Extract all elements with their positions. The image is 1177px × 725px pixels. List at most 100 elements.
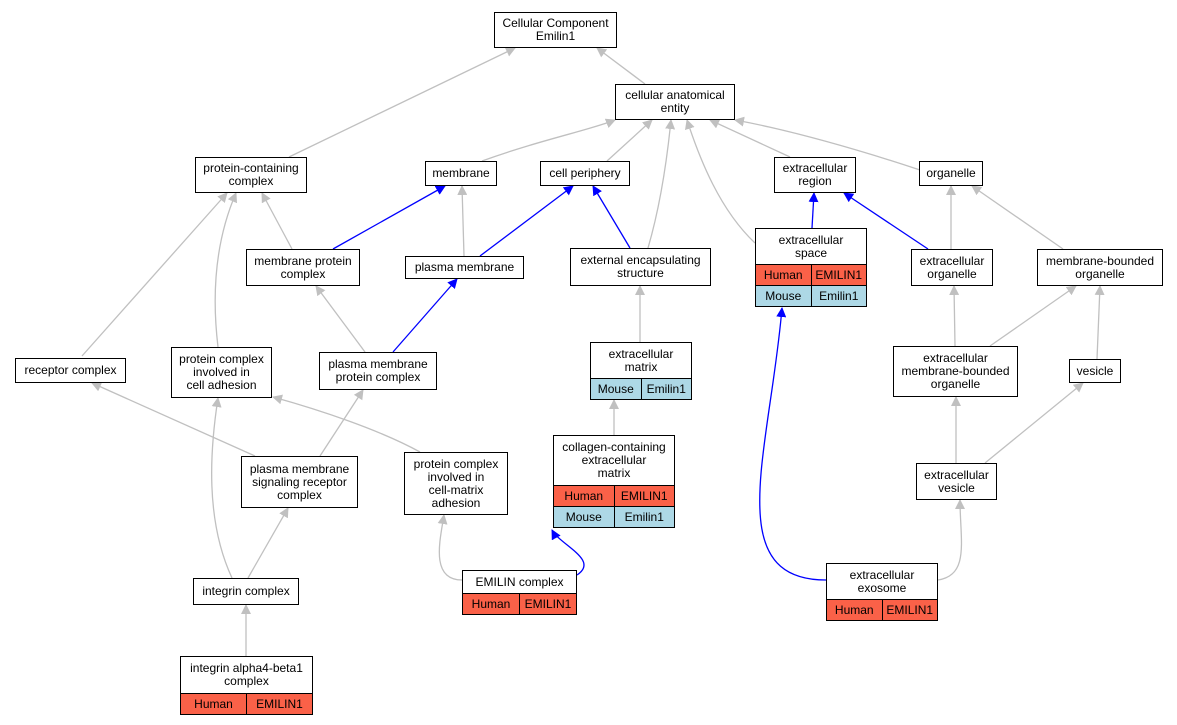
node-pm-signaling-receptor-complex[interactable]: plasma membrane signaling receptor compl… (241, 456, 358, 508)
node-root-label: Cellular Component Emilin1 (502, 16, 609, 43)
node-extracellular-membrane-bounded-organelle-label: extracellular membrane-bounded organelle (901, 351, 1010, 391)
node-membrane-bounded-organelle-label: membrane-bounded organelle (1045, 253, 1155, 281)
node-integrin-complex[interactable]: integrin complex (193, 578, 299, 605)
node-extracellular-region-label: extracellular region (782, 161, 848, 188)
edge-external-encapsulating-to-cell-periphery (592, 185, 631, 249)
node-protein-containing-complex[interactable]: protein-containing complex (195, 157, 307, 193)
node-extracellular-space-label: extracellular space (778, 232, 844, 260)
edge-pc-cell-adhesion-to-pcc (214, 192, 238, 348)
edge-extracellular-region-to-entity (709, 119, 791, 158)
node-collagen-containing-ecm[interactable]: collagen-containing extracellular matrix… (553, 435, 675, 528)
node-collagen-containing-ecm-label: collagen-containing extracellular matrix (562, 440, 666, 480)
human-annotation-row: Human EMILIN1 (181, 693, 312, 714)
node-external-encapsulating-structure[interactable]: external encapsulating structure (570, 248, 711, 286)
gene-cell: EMILIN1 (519, 594, 576, 614)
species-cell: Human (471, 596, 511, 611)
node-cellular-anatomical-entity-label: cellular anatomical entity (625, 88, 725, 115)
edge-cellular-anatomical-entity-to-root (596, 47, 646, 85)
edge-extracellular-organelle-to-region (843, 192, 929, 250)
human-annotation-row: Human EMILIN1 (756, 264, 866, 285)
node-vesicle[interactable]: vesicle (1069, 359, 1121, 383)
node-membrane-protein-complex-label: membrane protein complex (254, 253, 352, 281)
gene-cell: EMILIN1 (810, 265, 867, 285)
edge-ext-vesicle-to-vesicle (984, 382, 1084, 464)
node-integrin-alpha4-beta1-complex-label: integrin alpha4-beta1 complex (190, 661, 303, 688)
node-extracellular-space[interactable]: extracellular space Human EMILIN1 Mouse … (755, 228, 867, 307)
edge-exosome-to-extracellular-space (759, 307, 827, 581)
node-extracellular-membrane-bounded-organelle[interactable]: extracellular membrane-bounded organelle (893, 346, 1018, 397)
node-extracellular-vesicle-label: extracellular vesicle (924, 467, 989, 495)
edge-membrane-bounded-to-organelle (971, 185, 1064, 250)
mouse-annotation-row: Mouse Emilin1 (591, 378, 691, 399)
edge-pm-signaling-to-pm-protein-complex (319, 389, 364, 457)
species-cell: Mouse (565, 509, 602, 524)
edge-receptor-complex-to-pcc (81, 192, 228, 357)
edge-membrane-protein-complex-to-membrane (332, 185, 446, 250)
node-external-encapsulating-structure-label: external encapsulating structure (580, 253, 701, 280)
node-plasma-membrane-protein-complex[interactable]: plasma membrane protein complex (319, 352, 437, 390)
edge-membrane-protein-complex-to-pcc (261, 192, 293, 250)
node-protein-containing-complex-label: protein-containing complex (203, 161, 299, 188)
species-cell: Human (194, 696, 233, 711)
species-cell: Human (564, 488, 604, 503)
gene-cell: EMILIN1 (246, 694, 312, 714)
node-plasma-membrane-label: plasma membrane (414, 260, 515, 274)
node-cell-periphery-label: cell periphery (549, 166, 621, 180)
edge-external-encapsulating-to-entity (647, 119, 676, 249)
node-receptor-complex-label: receptor complex (24, 363, 117, 377)
edge-exosome-to-ext-vesicle (937, 499, 966, 581)
edge-plasma-membrane-to-cell-periphery (479, 185, 574, 257)
edge-ext-mb-organelle-to-ext-organelle (949, 285, 960, 347)
node-extracellular-vesicle[interactable]: extracellular vesicle (916, 463, 997, 500)
node-extracellular-matrix-label: extracellular matrix (608, 346, 674, 374)
node-root[interactable]: Cellular Component Emilin1 (494, 12, 617, 48)
edge-ext-mb-organelle-to-mb-organelle (989, 285, 1077, 347)
node-extracellular-exosome[interactable]: extracellular exosome Human EMILIN1 (826, 563, 938, 621)
node-protein-complex-cell-matrix-adhesion[interactable]: protein complex involved in cell-matrix … (404, 452, 508, 515)
node-membrane-bounded-organelle[interactable]: membrane-bounded organelle (1037, 249, 1163, 286)
species-cell: Mouse (597, 381, 634, 396)
gene-cell: Emilin1 (810, 286, 867, 306)
edge-vesicle-to-mb-organelle (1094, 285, 1105, 360)
node-organelle-label: organelle (926, 166, 976, 180)
edge-cell-periphery-to-entity (606, 119, 653, 162)
node-extracellular-exosome-label: extracellular exosome (849, 567, 915, 595)
node-integrin-complex-label: integrin complex (202, 584, 290, 598)
node-organelle[interactable]: organelle (919, 161, 983, 186)
edge-emilin-to-collagen-ecm (551, 529, 585, 576)
gene-cell: EMILIN1 (881, 600, 938, 620)
node-protein-complex-cell-adhesion[interactable]: protein complex involved in cell adhesio… (171, 347, 272, 398)
node-emilin-complex[interactable]: EMILIN complex Human EMILIN1 (462, 570, 577, 615)
edge-extracellular-space-to-entity (685, 119, 756, 244)
edge-membrane-to-entity (481, 118, 616, 162)
node-vesicle-label: vesicle (1076, 363, 1114, 378)
edge-organelle-to-entity (734, 116, 921, 171)
edge-integrin-to-pm-signaling (247, 507, 289, 579)
node-membrane[interactable]: membrane (425, 161, 497, 186)
edge-pc-matrix-adhesion-to-pc-cell-adhesion (272, 394, 421, 453)
edge-emilin-to-pc-matrix-adhesion (437, 514, 463, 581)
node-integrin-alpha4-beta1-complex[interactable]: integrin alpha4-beta1 complex Human EMIL… (180, 656, 313, 715)
gene-cell: Emilin1 (613, 507, 675, 527)
node-extracellular-region[interactable]: extracellular region (774, 157, 856, 193)
node-plasma-membrane[interactable]: plasma membrane (405, 256, 524, 279)
node-extracellular-matrix[interactable]: extracellular matrix Mouse Emilin1 (590, 342, 692, 400)
edge-pm-protein-complex-to-membrane-protein-complex (315, 285, 366, 353)
species-cell: Human (763, 267, 803, 282)
node-extracellular-organelle[interactable]: extracellular organelle (911, 249, 993, 286)
node-membrane-protein-complex[interactable]: membrane protein complex (246, 249, 360, 286)
edge-pm-signaling-to-receptor-complex (91, 382, 256, 457)
node-receptor-complex[interactable]: receptor complex (15, 358, 126, 383)
node-plasma-membrane-protein-complex-label: plasma membrane protein complex (328, 357, 428, 384)
human-annotation-row: Human EMILIN1 (554, 485, 674, 506)
edge-protein-containing-complex-to-root (288, 47, 516, 158)
mouse-annotation-row: Mouse Emilin1 (756, 285, 866, 306)
node-protein-complex-cell-adhesion-label: protein complex involved in cell adhesio… (179, 352, 264, 392)
edge-integrin-to-pc-cell-adhesion (211, 397, 233, 579)
node-cell-periphery[interactable]: cell periphery (540, 161, 630, 186)
node-emilin-complex-label: EMILIN complex (475, 574, 564, 589)
gene-cell: Emilin1 (640, 379, 692, 399)
node-extracellular-organelle-label: extracellular organelle (919, 253, 985, 281)
node-cellular-anatomical-entity[interactable]: cellular anatomical entity (615, 84, 735, 120)
node-membrane-label: membrane (432, 166, 490, 180)
